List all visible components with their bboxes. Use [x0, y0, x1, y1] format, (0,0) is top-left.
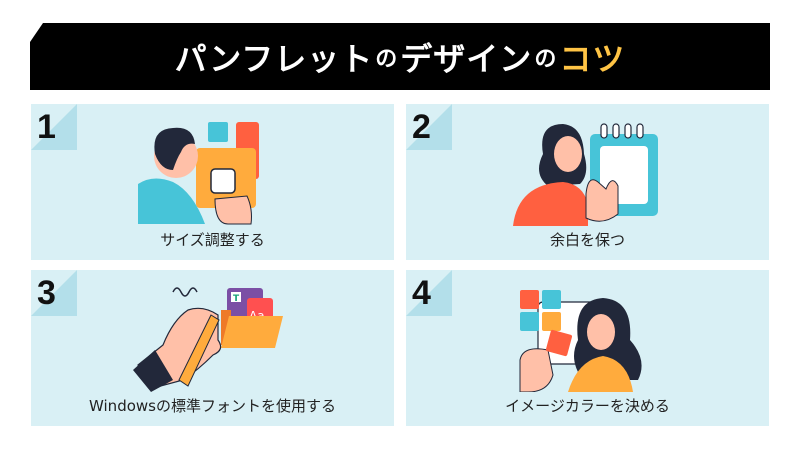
tip-number: 4	[412, 274, 431, 312]
tip-number: 1	[37, 108, 56, 146]
tip-card-3: 3 T Aa Windowsの標準フォントを使用する	[31, 270, 394, 426]
tip-label: サイズ調整する	[160, 231, 265, 249]
title-part-1: パンフレット	[174, 39, 374, 78]
tip-label: イメージカラーを決める	[505, 397, 670, 415]
woman-color-palette-illustration	[519, 290, 642, 392]
person-resizing-shapes-illustration	[137, 122, 259, 225]
tip-label: 余白を保つ	[549, 231, 625, 249]
tip-card-4: 4 イメージカラーを決める	[406, 270, 769, 426]
tip-number: 2	[412, 108, 431, 146]
woman-holding-notepad-illustration	[512, 123, 658, 226]
tip-card-1: 1 サイズ調整する	[31, 104, 394, 260]
tip-number: 3	[37, 274, 56, 312]
title-accent: コツ	[559, 39, 626, 78]
svg-text:T: T	[233, 294, 240, 304]
tip-label: Windowsの標準フォントを使用する	[89, 397, 336, 415]
title-part-2: デザイン	[400, 39, 533, 78]
hand-pencil-font-folder-illustration: T Aa	[132, 287, 283, 392]
tip-card-2: 2 余白を保つ	[406, 104, 769, 260]
title-banner: パンフレット の デザイン の コツ	[30, 23, 770, 90]
title-connector-2: の	[534, 46, 558, 72]
title-connector-1: の	[375, 46, 399, 72]
